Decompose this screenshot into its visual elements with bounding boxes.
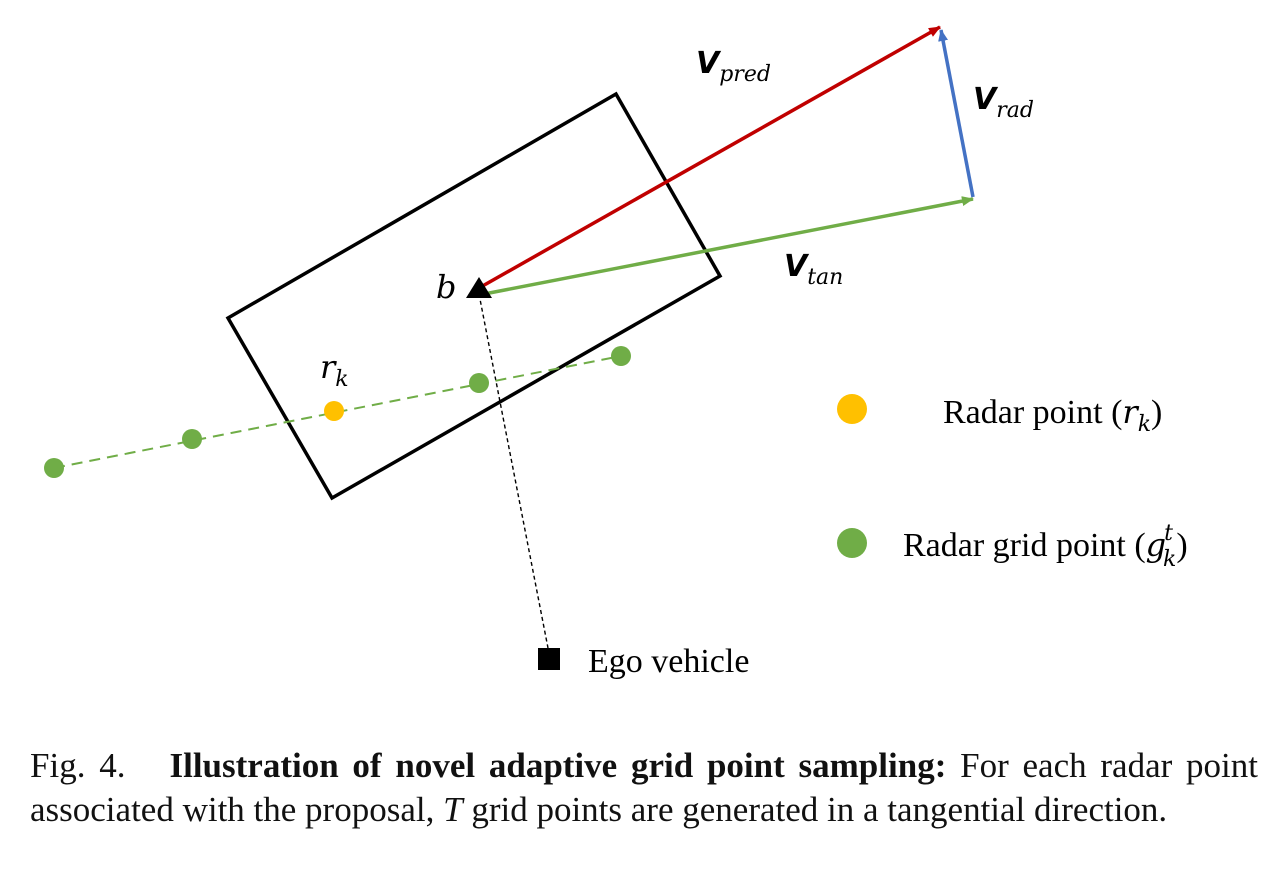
proposal-box [225,91,723,501]
caption-T: T [443,790,463,829]
grid-point [469,373,489,393]
v-tan-label: Vtan [784,249,843,290]
ego-dotted-line [478,293,549,649]
grid-point [44,458,64,478]
r-k-label: rk [320,348,349,392]
v-tan-arrow [478,196,974,297]
b-triangle-marker [466,277,492,298]
caption-title: Illustration of novel adaptive grid poin… [169,746,947,785]
ego-vehicle-marker [538,648,560,670]
caption-body-1: For each radar point associated with the… [30,746,1258,829]
diagram-canvas: Vpred Vrad Vtan b rk Radar point (rk) Ra… [44,25,1188,680]
grid-point [182,429,202,449]
figure-caption: Fig. 4. Illustration of novel adaptive gr… [30,744,1258,832]
radar-point [324,401,344,421]
legend-radar-point-label: Radar point (rk) [943,393,1162,437]
caption-body-2: grid points are generated in a tangentia… [462,790,1168,829]
v-pred-arrow [478,25,941,290]
grid-point [611,346,631,366]
caption-fig-number: Fig. 4. [30,746,126,785]
b-label: b [436,268,456,306]
legend-radar-point-swatch [837,394,867,424]
legend-grid-point-swatch [837,528,867,558]
v-pred-label: Vpred [696,46,771,87]
v-rad-label: Vrad [973,82,1034,123]
ego-vehicle-label: Ego vehicle [588,643,749,680]
v-rad-arrow [938,29,975,198]
